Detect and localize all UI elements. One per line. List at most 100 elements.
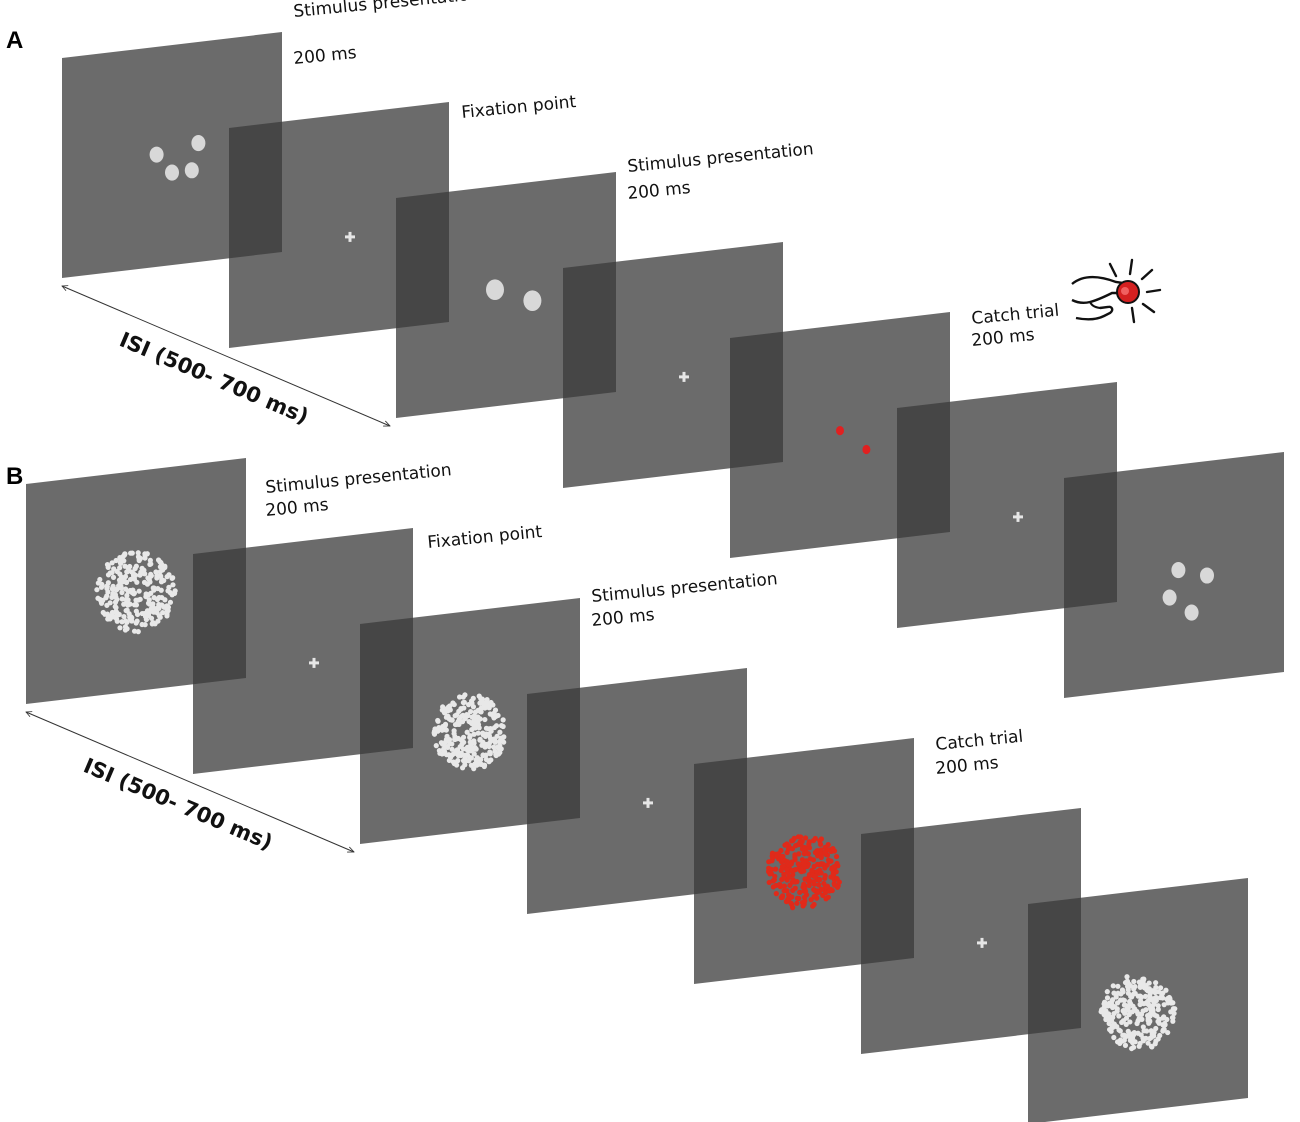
panel-b-letter: B bbox=[6, 463, 23, 490]
cloud-dot bbox=[449, 717, 455, 723]
cloud-dot bbox=[1170, 1006, 1176, 1012]
cloud-dot bbox=[830, 872, 837, 878]
cloud-dot bbox=[460, 694, 466, 700]
screen-7 bbox=[1064, 452, 1284, 698]
cloud-dot bbox=[1110, 1024, 1116, 1030]
stimulus-dot bbox=[836, 426, 844, 436]
cloud-dot bbox=[464, 712, 470, 718]
cloud-dot bbox=[789, 868, 795, 874]
cloud-dot bbox=[118, 585, 124, 591]
cloud-dot bbox=[151, 595, 157, 601]
cloud-dot bbox=[809, 867, 815, 874]
cloud-dot bbox=[150, 585, 156, 591]
cloud-dot bbox=[124, 619, 130, 625]
cloud-dot bbox=[162, 563, 168, 569]
cloud-dot bbox=[128, 550, 134, 556]
panel-a-label-2-line-1: Fixation point bbox=[461, 92, 578, 123]
cloud-dot bbox=[834, 884, 841, 890]
dot-cloud bbox=[766, 834, 842, 911]
cloud-dot bbox=[114, 586, 120, 592]
cloud-dot bbox=[772, 873, 778, 879]
cloud-dot bbox=[145, 575, 151, 581]
cloud-dot bbox=[133, 597, 139, 603]
cloud-dot bbox=[449, 746, 455, 752]
cloud-dot bbox=[105, 616, 111, 622]
cloud-dot bbox=[490, 712, 496, 719]
cloud-dot bbox=[123, 607, 129, 614]
cloud-dot bbox=[1111, 1034, 1117, 1041]
cloud-dot bbox=[493, 752, 499, 759]
cloud-dot bbox=[1117, 1040, 1123, 1047]
cloud-dot bbox=[1136, 1043, 1142, 1049]
screen-5 bbox=[694, 738, 914, 984]
cloud-dot bbox=[786, 873, 792, 879]
cloud-dot bbox=[109, 560, 115, 566]
cloud-dot bbox=[1123, 1021, 1129, 1028]
cloud-dot bbox=[478, 757, 484, 763]
cloud-dot bbox=[1126, 998, 1133, 1005]
cloud-dot bbox=[1170, 1018, 1176, 1024]
panel-a-label-3-line-2: 200 ms bbox=[627, 178, 692, 204]
screen-4 bbox=[527, 668, 747, 914]
cloud-dot bbox=[825, 841, 831, 848]
cloud-dot bbox=[817, 876, 823, 883]
cloud-dot bbox=[477, 716, 483, 722]
cloud-dot bbox=[447, 703, 453, 709]
cloud-dot bbox=[157, 559, 163, 565]
screen-frame bbox=[563, 242, 783, 488]
cloud-dot bbox=[822, 865, 828, 871]
cloud-dot bbox=[447, 741, 453, 747]
cloud-dot bbox=[1145, 1013, 1151, 1019]
cloud-dot bbox=[459, 765, 466, 771]
cloud-dot bbox=[439, 707, 445, 713]
cloud-dot bbox=[159, 594, 165, 601]
cloud-dot bbox=[134, 579, 140, 585]
cloud-dot bbox=[482, 716, 488, 723]
cloud-dot bbox=[1135, 1030, 1141, 1036]
cloud-dot bbox=[499, 738, 506, 744]
cloud-dot bbox=[777, 881, 783, 888]
cloud-dot bbox=[1121, 1002, 1128, 1008]
cloud-dot bbox=[1161, 1002, 1167, 1008]
screen-6 bbox=[861, 808, 1081, 1054]
cloud-dot bbox=[1157, 985, 1164, 991]
cloud-dot bbox=[147, 561, 153, 568]
cloud-dot bbox=[1108, 1028, 1114, 1034]
cloud-dot bbox=[433, 743, 439, 749]
cloud-dot bbox=[135, 550, 141, 556]
cloud-dot bbox=[792, 885, 798, 891]
cloud-dot bbox=[811, 886, 817, 893]
cloud-dot bbox=[165, 607, 171, 613]
cloud-dot bbox=[113, 557, 119, 564]
cloud-dot bbox=[1116, 1013, 1122, 1019]
cloud-dot bbox=[1151, 1033, 1157, 1039]
cloud-dot bbox=[170, 582, 176, 588]
cloud-dot bbox=[455, 758, 461, 764]
cloud-dot bbox=[111, 566, 117, 572]
cloud-dot bbox=[467, 733, 473, 739]
cloud-dot bbox=[156, 605, 162, 612]
panel-a-letter: A bbox=[6, 27, 23, 54]
dot-cloud bbox=[431, 692, 507, 772]
stimulus-dot bbox=[1184, 604, 1199, 621]
cloud-dot bbox=[124, 592, 130, 599]
cloud-dot bbox=[480, 732, 486, 738]
cloud-dot bbox=[1126, 983, 1133, 989]
cloud-dot bbox=[788, 900, 794, 906]
cloud-dot bbox=[150, 601, 156, 607]
cloud-dot bbox=[768, 866, 775, 873]
cloud-dot bbox=[1143, 1035, 1149, 1041]
cloud-dot bbox=[500, 723, 506, 730]
cloud-dot bbox=[129, 615, 135, 621]
stimulus-dot bbox=[523, 290, 542, 312]
cloud-dot bbox=[468, 708, 474, 715]
cloud-dot bbox=[117, 565, 123, 571]
cloud-dot bbox=[806, 882, 812, 889]
cloud-dot bbox=[461, 739, 467, 745]
cloud-dot bbox=[791, 835, 797, 841]
cloud-dot bbox=[480, 753, 486, 759]
cloud-dot bbox=[123, 579, 130, 585]
cloud-dot bbox=[164, 613, 170, 619]
cloud-dot bbox=[484, 700, 490, 706]
cloud-dot bbox=[490, 702, 496, 708]
